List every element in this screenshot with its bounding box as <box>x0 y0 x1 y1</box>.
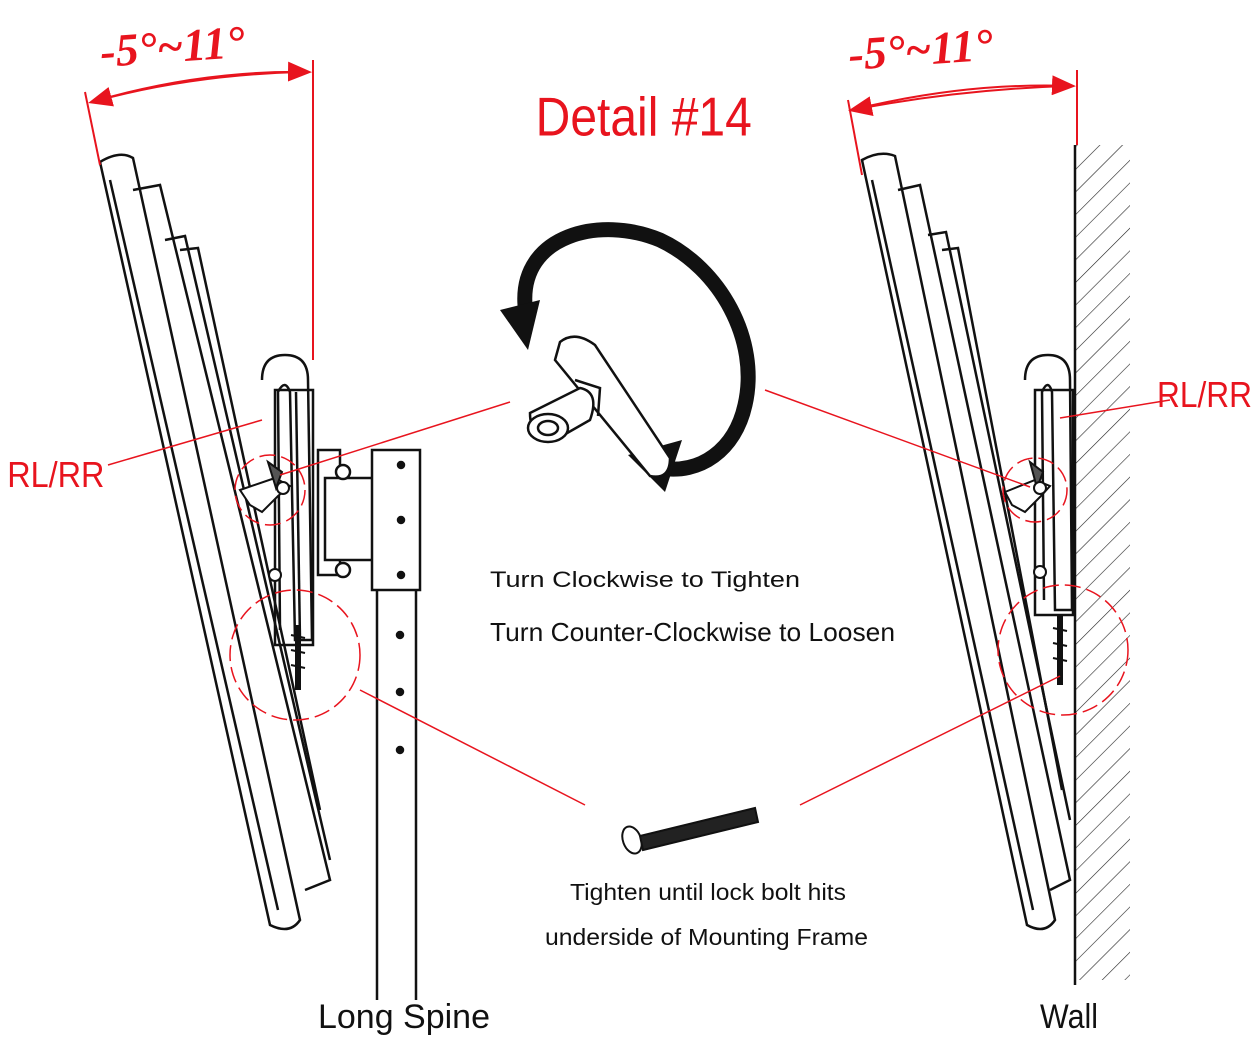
rotation-arrow-icon <box>500 222 756 492</box>
lock-bolt-icon <box>621 806 760 855</box>
left-tv-panel <box>98 153 332 931</box>
left-angle-indicator <box>84 60 314 360</box>
detail-title: Detail #14 <box>536 85 752 147</box>
right-tv-panel <box>860 152 1072 931</box>
detail-circles <box>229 454 1129 721</box>
bolt-note-line1: Tighten until lock bolt hits <box>570 879 846 905</box>
rl-rr-right-label: RL/RR <box>1157 374 1252 415</box>
hinge-block <box>316 448 382 579</box>
right-lock-bolt <box>1033 565 1068 685</box>
callout-lines <box>107 389 1171 806</box>
left-tilt-bracket <box>260 353 315 647</box>
detail-knob-icon <box>526 335 672 478</box>
left-angle-label: -5°~11° <box>98 16 247 77</box>
wall-label: Wall <box>1040 998 1098 1036</box>
counter-clockwise-instruction: Turn Counter-Clockwise to Loosen <box>490 617 895 647</box>
right-angle-label: -5°~11° <box>847 19 996 80</box>
clockwise-instruction: Turn Clockwise to Tighten <box>490 567 800 592</box>
bolt-note-line2: underside of Mounting Frame <box>545 924 868 950</box>
left-wing-knob <box>238 459 292 514</box>
wall-hatch <box>1073 145 1130 985</box>
rl-rr-left-label: RL/RR <box>7 455 104 495</box>
long-spine-label: Long Spine <box>318 998 490 1036</box>
left-lock-bolt <box>268 568 306 690</box>
long-spine <box>370 448 422 1000</box>
right-wing-knob <box>1003 459 1052 514</box>
right-angle-indicator <box>847 70 1078 176</box>
